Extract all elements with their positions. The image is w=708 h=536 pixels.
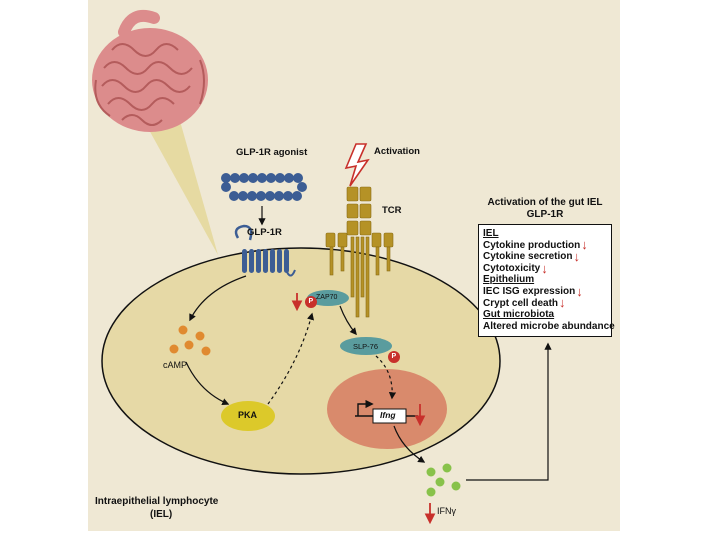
slp76-phospho — [388, 351, 400, 363]
summary-item-text: Cytokine secretion — [483, 251, 573, 263]
arrow-glp1r-to-camp — [189, 275, 247, 322]
arrow-ifng-to-protein — [393, 425, 426, 463]
ifng-gene — [355, 399, 418, 424]
zap70-protein — [307, 290, 349, 306]
summary-item-text: Gut microbiota — [483, 309, 555, 321]
arrow-camp-to-pka — [185, 361, 230, 406]
summary-item: IEC ISG expression↓ — [483, 283, 608, 299]
slp76-label: SLP-76 — [353, 342, 379, 351]
summary-item-text: Epithelium — [483, 274, 535, 286]
summary-item: Cytotoxicity↓ — [483, 260, 608, 276]
slp76-p-label: P — [391, 353, 397, 360]
summary-item: Cytokine production↓ — [483, 237, 608, 253]
summary-item-text: Cytokine production — [483, 239, 581, 251]
ifng-molecules — [426, 463, 461, 497]
activation-label: Activation — [374, 146, 420, 157]
iel-cell — [101, 247, 501, 475]
summary-item: Altered microbe abundance — [483, 321, 615, 333]
tcr-complex — [325, 186, 394, 318]
ifng-gene-label: Ifng — [380, 410, 396, 420]
arrow-to-summary — [466, 342, 552, 481]
cell-label-line2: (IEL) — [150, 509, 173, 520]
glp1r-label: GLP-1R — [247, 227, 282, 238]
down-arrow-icon: ↓ — [581, 237, 588, 253]
tcr-label: TCR — [382, 205, 402, 216]
cell-label-line1: Intraepithelial lymphocyte — [95, 496, 219, 507]
summary-item-text: IEC ISG expression — [483, 285, 576, 297]
down-arrow-icon: ↓ — [576, 283, 583, 299]
arrow-zap70-to-slp76 — [339, 305, 357, 336]
pka-label: PKA — [238, 410, 258, 420]
down-arrow-icon: ↓ — [573, 248, 580, 264]
zap70-label: ZAP70 — [316, 294, 338, 301]
slp76-protein — [340, 337, 392, 355]
arrow-pka-to-zap70 — [267, 312, 315, 405]
summary-section-header: IEL — [483, 228, 608, 240]
glp1r-agonist-peptide — [221, 173, 307, 201]
summary-item-text: IEL — [483, 228, 499, 239]
ifngamma-label: IFNγ — [437, 506, 456, 516]
summary-title-line2: GLP-1R — [526, 209, 564, 220]
summary-item-text: Crypt cell death — [483, 297, 559, 309]
magnification-cone — [148, 114, 218, 255]
summary-title-line1: Activation of the gut IEL — [487, 197, 603, 208]
intestine-icon — [92, 9, 208, 132]
summary-item: Cytokine secretion↓ — [483, 248, 608, 264]
summary-item: Crypt cell death↓ — [483, 295, 608, 311]
summary-item-text: Altered microbe abundance — [483, 320, 615, 332]
zap70-p-label: P — [308, 298, 314, 305]
summary-section-header: Epithelium — [483, 274, 608, 286]
summary-item-text: Cytotoxicity — [483, 262, 541, 274]
zap70-phospho — [305, 296, 317, 308]
down-arrow-icon: ↓ — [559, 295, 566, 311]
camp-label: cAMP — [163, 360, 188, 370]
arrow-slp76-to-ifng — [375, 355, 397, 400]
summary-section-header: Gut microbiota — [483, 309, 608, 321]
camp-molecules — [169, 325, 211, 356]
glp1r-agonist-label: GLP-1R agonist — [236, 147, 308, 158]
down-arrow-icon: ↓ — [541, 260, 548, 276]
glp1r-receptor — [234, 224, 296, 277]
pka-protein — [221, 401, 275, 431]
activation-bolt-icon — [344, 143, 370, 187]
